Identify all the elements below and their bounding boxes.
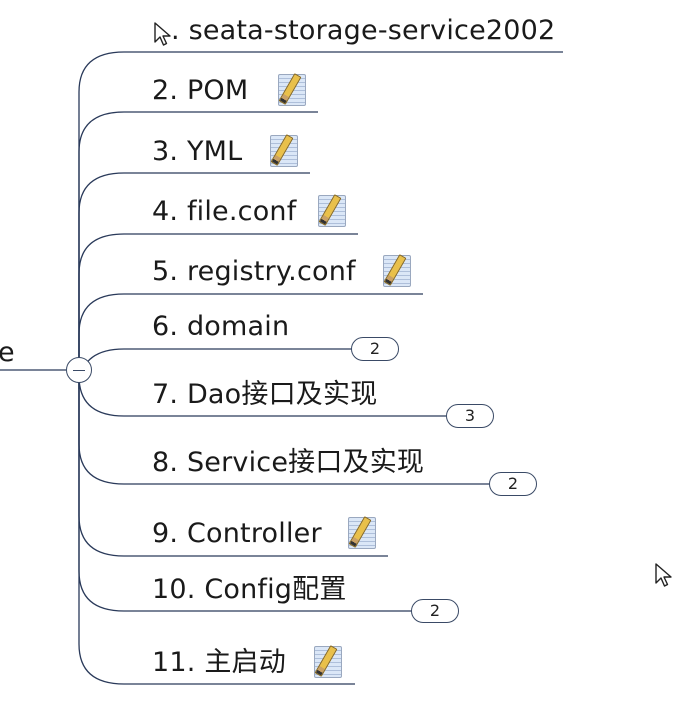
child-count-badge[interactable]: 3 xyxy=(446,404,494,428)
branch-node-label[interactable]: 4. file.conf xyxy=(152,196,297,227)
branch-connector xyxy=(78,233,358,370)
branch-connector xyxy=(78,293,423,370)
branch-node-label[interactable]: 3. YML xyxy=(152,136,243,167)
note-pencil-icon[interactable] xyxy=(348,516,376,549)
mouse-pointer-icon xyxy=(655,563,672,587)
child-count-badge[interactable]: 2 xyxy=(351,337,399,361)
branch-connector xyxy=(78,111,318,370)
branch-node-label[interactable]: 10. Config配置 xyxy=(152,574,347,605)
root-node-label[interactable]: e xyxy=(0,337,15,368)
note-pencil-icon[interactable] xyxy=(318,194,346,227)
branch-node-label[interactable]: 2. POM xyxy=(152,75,249,106)
note-pencil-icon[interactable] xyxy=(314,645,342,678)
branch-node-label[interactable]: . seata-storage-service2002 xyxy=(171,15,556,46)
branch-connector xyxy=(78,51,563,370)
branch-node-label[interactable]: 7. Dao接口及实现 xyxy=(152,379,378,410)
note-pencil-icon[interactable] xyxy=(270,134,298,167)
branch-node-label[interactable]: 6. domain xyxy=(152,311,290,342)
branch-connector xyxy=(78,172,310,370)
mouse-pointer-icon xyxy=(154,22,171,46)
child-count-badge[interactable]: 2 xyxy=(411,599,459,623)
branch-node-label[interactable]: 11. 主启动 xyxy=(152,647,286,678)
branch-node-label[interactable]: 9. Controller xyxy=(152,518,322,549)
collapse-toggle-button[interactable] xyxy=(66,357,92,383)
branch-node-label[interactable]: 5. registry.conf xyxy=(152,256,356,287)
note-pencil-icon[interactable] xyxy=(383,254,411,287)
child-count-badge[interactable]: 2 xyxy=(489,472,537,496)
note-pencil-icon[interactable] xyxy=(278,73,306,106)
branch-node-label[interactable]: 8. Service接口及实现 xyxy=(152,447,425,478)
branch-connector xyxy=(78,370,355,685)
